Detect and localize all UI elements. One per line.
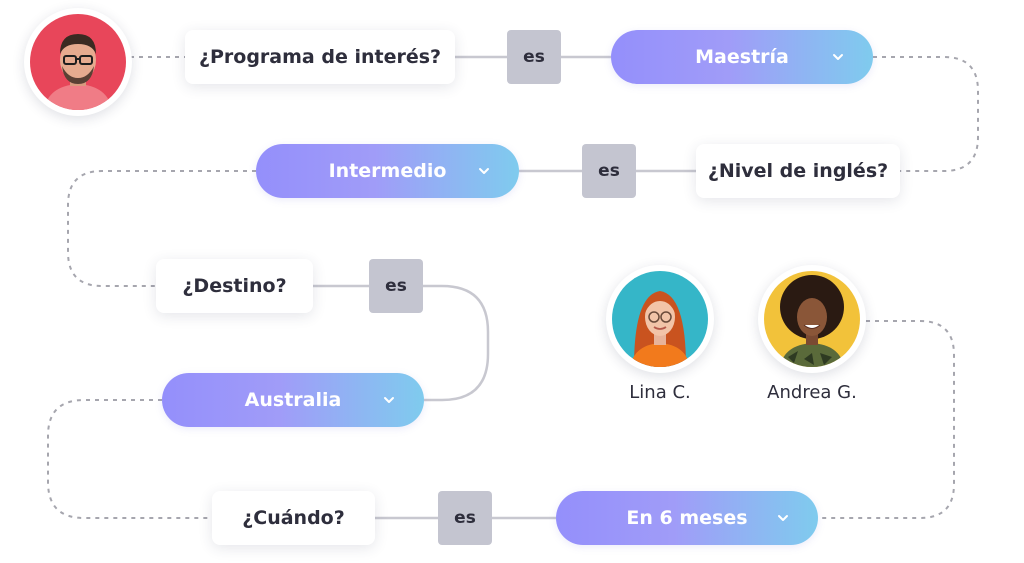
- question-destino: ¿Destino?: [156, 259, 313, 313]
- question-destino-label: ¿Destino?: [182, 275, 287, 297]
- operator-es-1: es: [507, 30, 561, 84]
- answer-australia-dropdown[interactable]: Australia: [162, 373, 424, 427]
- avatar-andrea: [758, 265, 866, 373]
- person-name-andrea: Andrea G.: [767, 382, 857, 403]
- woman-red-hair-avatar-icon: [612, 271, 708, 367]
- answer-maestria-dropdown[interactable]: Maestría: [611, 30, 873, 84]
- answer-6-meses-dropdown[interactable]: En 6 meses: [556, 491, 818, 545]
- question-nivel-label: ¿Nivel de inglés?: [707, 160, 889, 182]
- answer-maestria-label: Maestría: [695, 46, 789, 68]
- operator-es-4-label: es: [454, 508, 476, 528]
- question-cuando-label: ¿Cuándo?: [242, 507, 345, 529]
- operator-es-2-label: es: [598, 161, 620, 181]
- woman-curly-hair-avatar-icon: [764, 271, 860, 367]
- person-name-lina: Lina C.: [629, 382, 691, 403]
- question-programa-label: ¿Programa de interés?: [198, 46, 442, 68]
- operator-es-3-label: es: [385, 276, 407, 296]
- question-programa: ¿Programa de interés?: [185, 30, 455, 84]
- operator-es-1-label: es: [523, 47, 545, 67]
- connector-australia-to-cuando: [47, 399, 212, 519]
- user-avatar: [24, 8, 132, 116]
- chevron-down-icon: [778, 515, 788, 521]
- answer-australia-label: Australia: [244, 389, 342, 411]
- connector-andrea-to-6meses: [818, 320, 955, 519]
- answer-intermedio-label: Intermedio: [328, 160, 447, 182]
- question-cuando: ¿Cuándo?: [212, 491, 375, 545]
- answer-intermedio-dropdown[interactable]: Intermedio: [256, 144, 519, 198]
- man-glasses-avatar-icon: [30, 14, 126, 110]
- connector-maestria-to-nivel: [873, 56, 979, 172]
- question-nivel: ¿Nivel de inglés?: [696, 144, 900, 198]
- operator-es-3: es: [369, 259, 423, 313]
- operator-es-4: es: [438, 491, 492, 545]
- chevron-down-icon: [479, 168, 489, 174]
- answer-6-meses-label: En 6 meses: [626, 507, 748, 529]
- connector-intermedio-to-destino: [67, 170, 256, 287]
- chevron-down-icon: [833, 54, 843, 60]
- connector-es3-australia: [423, 284, 490, 402]
- chevron-down-icon: [384, 397, 394, 403]
- operator-es-2: es: [582, 144, 636, 198]
- avatar-lina: [606, 265, 714, 373]
